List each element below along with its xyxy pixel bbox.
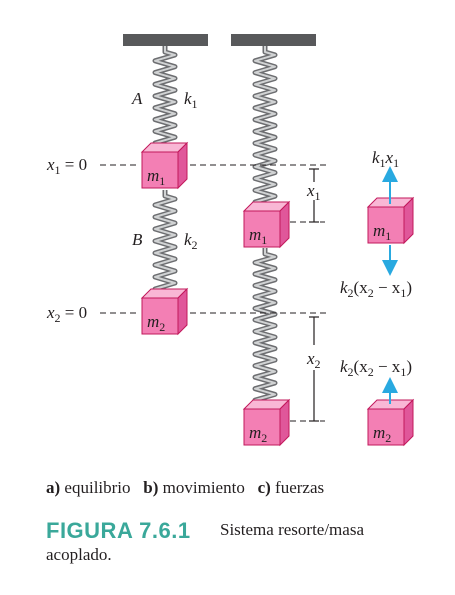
spring-a-panel-b — [252, 46, 278, 211]
figure-title: FIGURA 7.6.1 — [46, 518, 191, 543]
force-k2-down-label: k2(x2 − x1) — [340, 278, 412, 300]
dashed-reference-lines — [100, 164, 330, 422]
x1-displacement-label: x1 — [306, 181, 321, 203]
caption-a-tag: a) — [46, 478, 61, 497]
ceiling-b — [231, 34, 316, 46]
caption-a-text: equilibrio — [60, 478, 131, 497]
k1-label: k1 — [184, 89, 198, 111]
caption-b-tag: b) — [143, 478, 159, 497]
panel-captions: a) equilibrio b) movimiento c) fuerzas — [46, 478, 324, 498]
mass-m1-motion: m1 — [242, 200, 291, 249]
spring-b-panel-a — [152, 190, 178, 298]
svg-text:m2: m2 — [373, 423, 391, 445]
mass-m1-equilibrium: m1 — [140, 141, 189, 190]
x2-equilibrium-label: x2 = 0 — [46, 303, 87, 325]
mass-m2-equilibrium: m2 — [140, 287, 189, 336]
caption-c-tag: c) — [257, 478, 271, 497]
ceiling-a — [123, 34, 208, 46]
mass-m1-forces: m1 — [366, 196, 415, 245]
caption-c-text: fuerzas — [270, 478, 325, 497]
mass-m2-motion: m2 — [242, 398, 291, 447]
force-k1x1-label: k1x1 — [372, 148, 399, 170]
svg-text:m1: m1 — [373, 221, 391, 243]
x2-displacement-label: x2 — [306, 349, 321, 371]
displacement-x2-dimension — [309, 316, 319, 422]
x1-equilibrium-label: x1 = 0 — [46, 155, 87, 177]
spring-a-panel-a — [152, 46, 178, 152]
figure-caption-line1: Sistema resorte/masa — [220, 520, 364, 539]
svg-text:m2: m2 — [147, 312, 165, 334]
k2-label: k2 — [184, 230, 198, 252]
svg-text:m1: m1 — [249, 225, 267, 247]
spring-b-panel-b — [252, 248, 278, 409]
svg-text:m2: m2 — [249, 423, 267, 445]
figure-caption-line2: acoplado. — [46, 545, 112, 564]
displacement-x1-dimension — [309, 168, 319, 223]
spring-a-label: A — [131, 89, 143, 108]
caption-b-text: movimiento — [158, 478, 245, 497]
mass-m2-forces: m2 — [366, 398, 415, 447]
spring-b-label: B — [132, 230, 143, 249]
force-k2-up-label: k2(x2 − x1) — [340, 357, 412, 379]
svg-text:m1: m1 — [147, 166, 165, 188]
